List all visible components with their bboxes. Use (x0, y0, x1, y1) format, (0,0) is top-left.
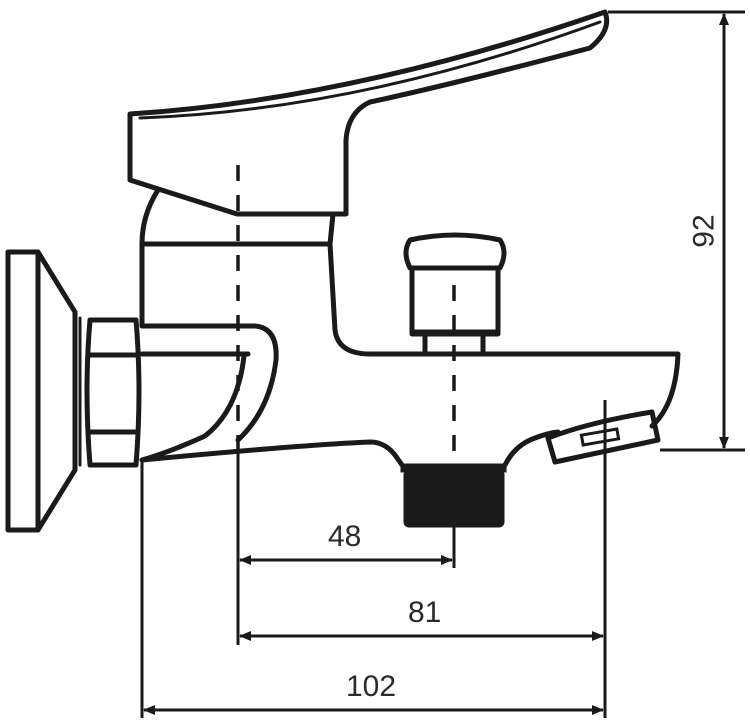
threaded-connector (400, 463, 507, 528)
cartridge-collar (139, 187, 336, 329)
dimension-label-92: 92 (687, 214, 721, 248)
dimension-label-102: 102 (346, 670, 397, 703)
dimension-label-48: 48 (328, 520, 362, 553)
inlet-arm (139, 323, 279, 463)
spout-aerator (545, 409, 661, 465)
lever-handle (127, 9, 610, 217)
faucet-body (139, 241, 681, 468)
wall-flange (5, 249, 82, 533)
hex-nut (84, 317, 142, 468)
diverter-knob (403, 232, 507, 357)
dimension-label-81: 81 (408, 596, 442, 629)
